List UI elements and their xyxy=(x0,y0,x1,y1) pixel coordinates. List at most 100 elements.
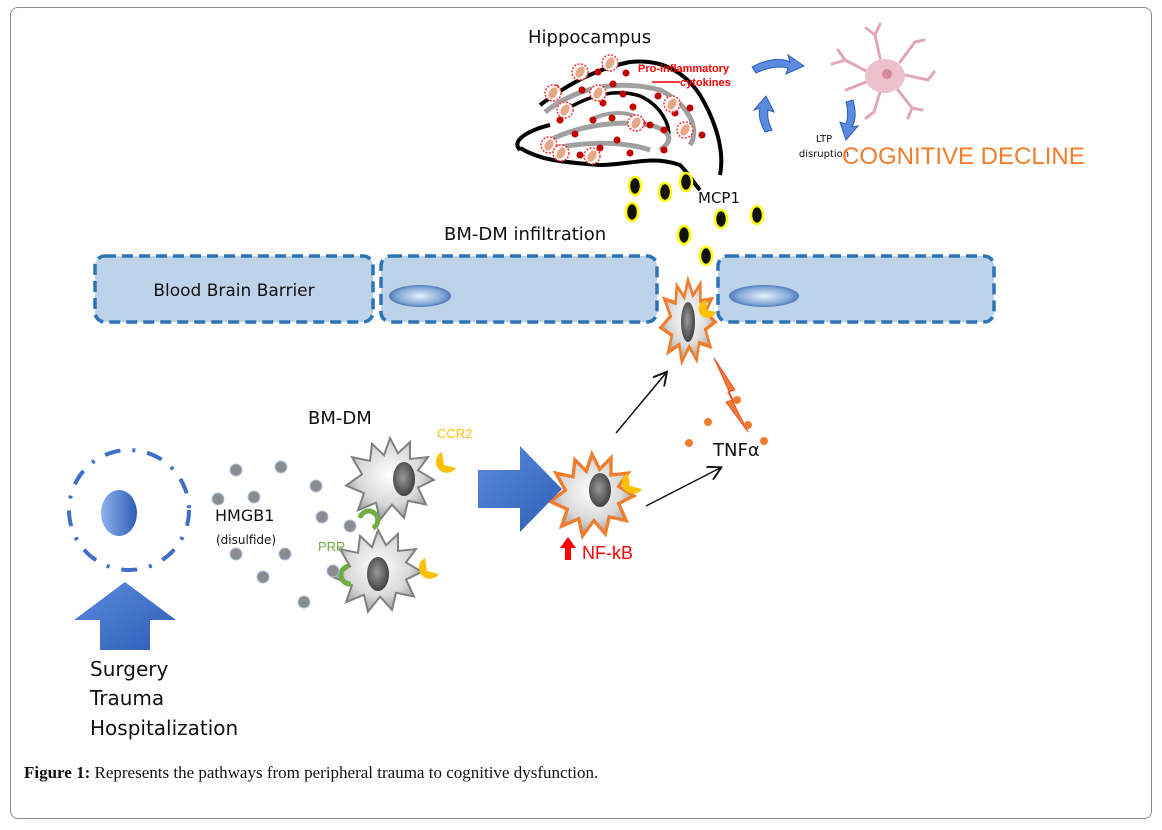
mcp1-dot xyxy=(713,208,729,230)
ccr2-receptor-icon xyxy=(435,452,456,473)
glial-cell-icon xyxy=(627,114,645,132)
cytokine-dot xyxy=(698,131,706,139)
hmgb1-dot xyxy=(229,547,243,561)
cytokine-dot xyxy=(576,151,584,159)
disulfide-label: (disulfide) xyxy=(216,533,276,547)
mcp1-dot xyxy=(698,245,714,267)
glial-cell-icon xyxy=(552,144,570,162)
cytokine-dot xyxy=(609,80,617,88)
barrier-cell-right xyxy=(716,254,996,324)
cytokines-label: cytokines xyxy=(680,77,731,89)
prr-receptor-icon xyxy=(338,563,352,587)
tnf-alpha-dots xyxy=(685,396,768,447)
hmgb1-dot xyxy=(247,490,261,504)
nfkb-label: NF-kB xyxy=(582,543,633,563)
disruption-label: disruption xyxy=(799,149,849,160)
mcp1-dot xyxy=(676,224,692,246)
hmgb1-label: HMGB1 xyxy=(215,506,274,525)
cytokine-dot xyxy=(619,90,627,98)
trigger-up-arrow-icon xyxy=(74,582,176,650)
cytokine-dot xyxy=(646,121,654,129)
glial-cell-icon xyxy=(540,136,558,154)
pro-inflammatory-label: Pro-inflammatory xyxy=(638,63,730,75)
trigger-surgery: Surgery xyxy=(90,657,168,681)
prr-label: PRR xyxy=(318,539,345,554)
endothelial-nucleus xyxy=(729,285,799,307)
cytokine-dot xyxy=(556,116,564,124)
tnf-dot xyxy=(733,396,741,404)
curved-arrow-to-neuron xyxy=(751,53,806,75)
ccr2-receptor-icon xyxy=(418,558,439,579)
progression-arrow-icon xyxy=(478,446,562,532)
caption-text: Represents the pathways from peripheral … xyxy=(90,763,599,782)
cognitive-decline-label: COGNITIVE DECLINE xyxy=(842,143,1085,170)
cytokine-dot xyxy=(660,146,668,154)
hmgb1-dot xyxy=(211,492,225,506)
tnf-dot xyxy=(704,418,712,426)
blood-brain-barrier xyxy=(93,254,996,324)
up-arrow-icon xyxy=(560,537,576,560)
trigger-hospitalization: Hospitalization xyxy=(90,716,238,740)
injured-cell-membrane xyxy=(67,448,191,572)
barrier-cell-left xyxy=(93,254,375,324)
cytokine-dot xyxy=(589,116,597,124)
neuron-icon xyxy=(830,22,936,120)
tnf-alpha-label: TNFα xyxy=(712,440,760,461)
mcp1-label: MCP1 xyxy=(698,189,740,207)
curved-arrow-up xyxy=(752,95,775,133)
pathway-diagram: Hippocampus Pro-inflammatory cytokines L… xyxy=(67,22,1085,740)
hmgb1-dot xyxy=(315,510,329,524)
hmgb1-dot xyxy=(256,570,270,584)
lightning-icon xyxy=(713,357,749,433)
hmgb1-dot xyxy=(278,547,292,561)
glial-cell-icon xyxy=(571,63,589,81)
glial-cell-icon xyxy=(601,54,619,72)
hmgb1-dot xyxy=(343,519,357,533)
mcp1-chemokine-dots xyxy=(624,171,765,267)
cytokine-dot xyxy=(594,68,602,76)
cell-nucleus xyxy=(393,462,415,496)
figure-frame xyxy=(10,7,1152,819)
prr-receptor-icon xyxy=(357,508,381,531)
tnf-dot xyxy=(760,437,768,445)
cytokine-dot xyxy=(578,86,586,94)
cytokine-dot xyxy=(571,130,579,138)
hippocampus-glial-cells xyxy=(540,54,694,165)
cytokine-dot xyxy=(654,92,662,100)
figure-caption: Figure 1: Represents the pathways from p… xyxy=(24,763,598,783)
curved-arrow-down xyxy=(839,99,860,141)
cytokine-dot xyxy=(660,126,668,134)
cytokine-dot xyxy=(596,144,604,152)
trigger-trauma: Trauma xyxy=(89,686,164,710)
hippocampus-label: Hippocampus xyxy=(528,27,651,48)
cytokine-dot xyxy=(608,114,616,122)
bmdm-label: BM-DM xyxy=(308,408,372,429)
cytokine-dot xyxy=(613,136,621,144)
tnf-dot xyxy=(744,421,752,429)
arrow-to-infiltration xyxy=(615,373,666,434)
bmdm-cell-top xyxy=(345,437,435,521)
mcp1-dot xyxy=(678,171,694,193)
cell-nucleus xyxy=(589,473,611,507)
mcp1-dot xyxy=(624,201,640,223)
cell-nucleus xyxy=(681,302,695,342)
cytokine-dot xyxy=(686,104,694,112)
hmgb1-dot xyxy=(274,460,288,474)
cytokine-dot xyxy=(626,149,634,157)
bmdm-infiltration-label: BM-DM infiltration xyxy=(444,224,606,245)
blood-brain-barrier-label: Blood Brain Barrier xyxy=(153,281,314,301)
tnf-dot xyxy=(685,439,693,447)
ccr2-receptor-icon xyxy=(621,473,642,494)
glial-cell-icon xyxy=(544,84,562,102)
mcp1-dot xyxy=(749,204,765,226)
endothelial-nucleus xyxy=(389,285,451,307)
hmgb1-dot xyxy=(309,479,323,493)
glial-cell-icon xyxy=(663,95,681,113)
ccr2-receptor-icon xyxy=(698,300,716,318)
ccr2-label: CCR2 xyxy=(437,426,472,441)
cytokine-dot xyxy=(599,99,607,107)
ltp-label: LTP xyxy=(816,134,832,145)
glial-cell-icon xyxy=(589,84,607,102)
injured-cell-nucleus xyxy=(101,490,137,536)
barrier-cell-middle xyxy=(379,254,659,324)
